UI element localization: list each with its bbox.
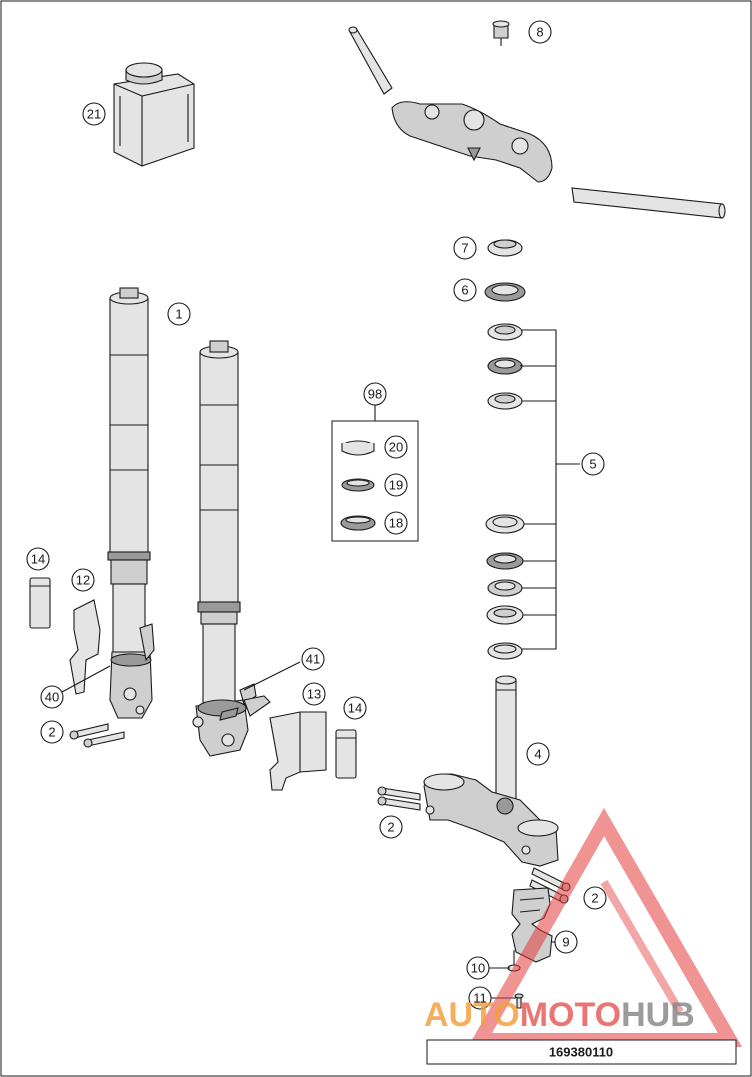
callout-14-right: 14 (343, 696, 367, 720)
callout-2-left-label: 2 (48, 725, 55, 740)
callout-2-middle-label: 2 (387, 820, 394, 835)
watermark-part-hub: HUB (621, 996, 695, 1034)
callout-1-label: 1 (175, 307, 182, 322)
bearing-group-bracket (520, 329, 580, 650)
callout-21: 21 (82, 102, 106, 126)
callout-11-label: 11 (473, 991, 487, 1006)
callout-9-label: 9 (562, 935, 569, 950)
callout-14-left: 14 (26, 547, 50, 571)
callout-5: 5 (581, 452, 605, 476)
callout-98-label: 98 (368, 387, 382, 402)
callout-12-label: 12 (76, 573, 90, 588)
fork-guard-right (269, 711, 357, 791)
handlebar-and-upper-clamp (348, 20, 726, 219)
lower-triple-clamp (423, 675, 559, 867)
callout-18-label: 18 (389, 516, 403, 531)
callout-18: 18 (384, 511, 408, 535)
callout-12: 12 (71, 568, 95, 592)
callout-14-left-label: 14 (31, 552, 45, 567)
callout-40: 40 (40, 685, 64, 709)
callout-41-label: 41 (306, 652, 320, 667)
callout-13: 13 (302, 682, 326, 706)
callout-4-label: 4 (534, 747, 541, 762)
right-fork-leg (192, 340, 271, 757)
callout-11: 11 (468, 986, 492, 1010)
part-number: 169380110 (549, 1045, 613, 1060)
fork-guard-left (29, 577, 101, 695)
watermark-part-moto: MOTO (520, 996, 621, 1034)
callout-2-left: 2 (40, 720, 64, 744)
fork-oil-bottle (113, 62, 195, 167)
callout-6: 6 (453, 278, 477, 302)
callout-4: 4 (526, 742, 550, 766)
seal-kit-box (331, 404, 419, 542)
callout-2-right-label: 2 (591, 891, 598, 906)
watermark-part-auto: AUTO (424, 996, 520, 1034)
callout-2-right: 2 (583, 886, 607, 910)
callout-10-label: 10 (471, 961, 485, 976)
callout-13-label: 13 (307, 687, 321, 702)
callout-6-label: 6 (461, 283, 468, 298)
left-fork-clamp-bolts (69, 723, 125, 748)
callout-8-label: 8 (536, 25, 543, 40)
callout-19: 19 (384, 473, 408, 497)
watermark-text: AUTOMOTOHUB (424, 996, 695, 1034)
callout-7-label: 7 (461, 241, 468, 256)
callout-40-label: 40 (45, 690, 59, 705)
callout-98: 98 (363, 382, 387, 406)
callout-9: 9 (554, 930, 578, 954)
callout-20: 20 (384, 435, 408, 459)
callout-8: 8 (528, 20, 552, 44)
callout-5-label: 5 (589, 457, 596, 472)
watermark-logo: AUTOMOTOHUB (424, 807, 743, 1047)
callout-1: 1 (167, 302, 191, 326)
lower-clamp-bolts-left (377, 786, 421, 811)
callout-20-label: 20 (389, 440, 403, 455)
callout-19-label: 19 (389, 478, 403, 493)
callout-41: 41 (301, 647, 325, 671)
callout-2-middle: 2 (379, 815, 403, 839)
part-number-box: 169380110 (426, 1039, 737, 1065)
callout-14-right-label: 14 (348, 701, 362, 716)
steering-bearing-stack (484, 239, 526, 660)
left-fork-leg (107, 287, 155, 719)
callout-21-label: 21 (87, 107, 101, 122)
callout-7: 7 (453, 236, 477, 260)
callout-10: 10 (466, 956, 490, 980)
